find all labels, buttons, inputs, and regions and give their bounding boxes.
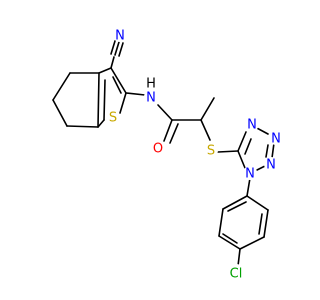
bond-c3a-c3 [98, 67, 112, 74]
bond-ph-3 [239, 236, 265, 250]
bond-ph-4 [218, 235, 241, 250]
atom-label-chlorine: Cl [230, 267, 243, 282]
bond-cn-triple-3 [118, 42, 124, 57]
atom-chlorine: Cl [227, 264, 245, 282]
bond-ph-2 [263, 209, 269, 238]
atom-thiophene-s: S [106, 110, 120, 126]
bond-co-o [163, 119, 173, 142]
bond-s-c5 [217, 150, 239, 153]
bond-s-c7a [97, 119, 105, 128]
bond-ph-1 [246, 195, 269, 211]
bond-ph-double-2 [222, 233, 238, 244]
bond-c3-cn [110, 56, 115, 69]
bond-c-cl [237, 248, 241, 267]
atom-label-amide-n: N [146, 91, 156, 106]
structure-canvas: N S N H O S N [52, 28, 283, 282]
bond-ring6-3 [52, 99, 68, 127]
atom-label-thiophene-s: S [109, 111, 117, 126]
atom-tetrazole-n2: N [264, 157, 278, 173]
bond-nh-co [157, 104, 173, 121]
bond-c3-c2-double [112, 76, 122, 94]
bond-tz-n3-n2-double [265, 144, 269, 158]
atom-nitrile-n: N [113, 28, 127, 44]
chemical-structure-diagram: N S N H O S N [52, 28, 283, 282]
bond-c3-c2 [110, 67, 127, 94]
atom-label-tetrazole-n3: N [271, 132, 281, 147]
atom-amide-n: N H [144, 77, 158, 106]
bond-c3a-c7a-double [103, 79, 106, 121]
bond-tz-n1-c5 [237, 150, 246, 169]
atom-label-nitrile-n: N [115, 29, 125, 44]
bond-ch-ch3 [200, 97, 215, 121]
bond-ph-double-3 [227, 201, 247, 212]
atom-labels: N S N H O S N [106, 28, 283, 282]
bonds [52, 40, 275, 267]
bond-ring6-2 [52, 72, 71, 101]
bond-tz-c5-n4 [237, 131, 247, 152]
atom-carbonyl-o: O [151, 141, 165, 157]
atom-thioether-s: S [204, 143, 218, 159]
atom-tetrazole-n1: N [243, 166, 257, 182]
bond-ph-6 [222, 195, 248, 210]
bond-cn-triple-2 [110, 40, 116, 55]
bond-ph-5 [218, 208, 224, 237]
bond-ch-s [200, 119, 211, 141]
bond-tz-c5-n4-double [244, 138, 252, 155]
bond-ph-double-1 [258, 213, 263, 235]
atom-label-amide-h: H [146, 77, 156, 92]
bond-c2-s [119, 92, 127, 114]
bond-c3a-c7a [97, 72, 100, 128]
atom-label-tetrazole-n1: N [245, 167, 255, 182]
atom-label-carbonyl-o: O [153, 142, 163, 157]
atom-label-tetrazole-n2: N [266, 158, 276, 173]
bond-c2-nh [125, 92, 146, 96]
atom-tetrazole-n4: N [245, 117, 259, 133]
atom-tetrazole-n3: N [269, 131, 283, 147]
bond-n1-ph [246, 177, 251, 197]
bond-cn-triple-1 [114, 41, 120, 56]
atom-label-thioether-s: S [207, 144, 215, 159]
bond-ring6-4 [66, 125, 99, 128]
bond-tz-n3-n2 [271, 142, 275, 159]
bond-co-o-double [169, 123, 179, 144]
atom-label-tetrazole-n4: N [247, 118, 257, 133]
